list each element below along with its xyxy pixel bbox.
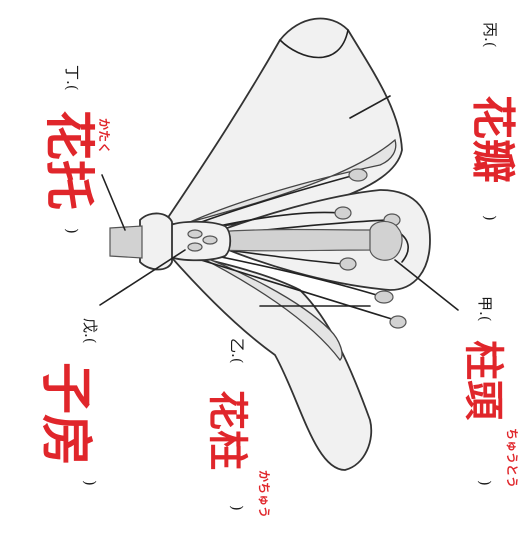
answer-bing: 花瓣: [467, 95, 518, 183]
marker-wu: 戊.(: [81, 318, 99, 344]
answer-jia-reading: ちゅうとう: [505, 428, 519, 488]
marker-jia: 甲.(: [476, 296, 494, 322]
stem: [110, 226, 142, 258]
answer-jia: 柱頭: [460, 340, 506, 421]
answer-wu: 子房: [35, 362, 95, 466]
flower-illustration: [110, 19, 430, 470]
close-bing: ): [481, 215, 499, 221]
marker-yi: 乙.(: [228, 338, 246, 364]
close-ding: ): [63, 228, 81, 234]
stigma: [370, 221, 402, 260]
close-jia: ): [476, 480, 494, 486]
marker-bing: 丙.(: [481, 22, 499, 48]
marker-ding: 丁.(: [63, 65, 81, 91]
answer-ding: 花托: [40, 110, 98, 210]
close-yi: ): [228, 505, 246, 511]
close-wu: ): [81, 480, 99, 486]
ovary: [165, 222, 230, 261]
answer-ding-reading: かたく: [97, 118, 111, 154]
answer-yi-reading: かちゅう: [257, 470, 271, 518]
answer-yi: 花柱: [204, 390, 250, 470]
